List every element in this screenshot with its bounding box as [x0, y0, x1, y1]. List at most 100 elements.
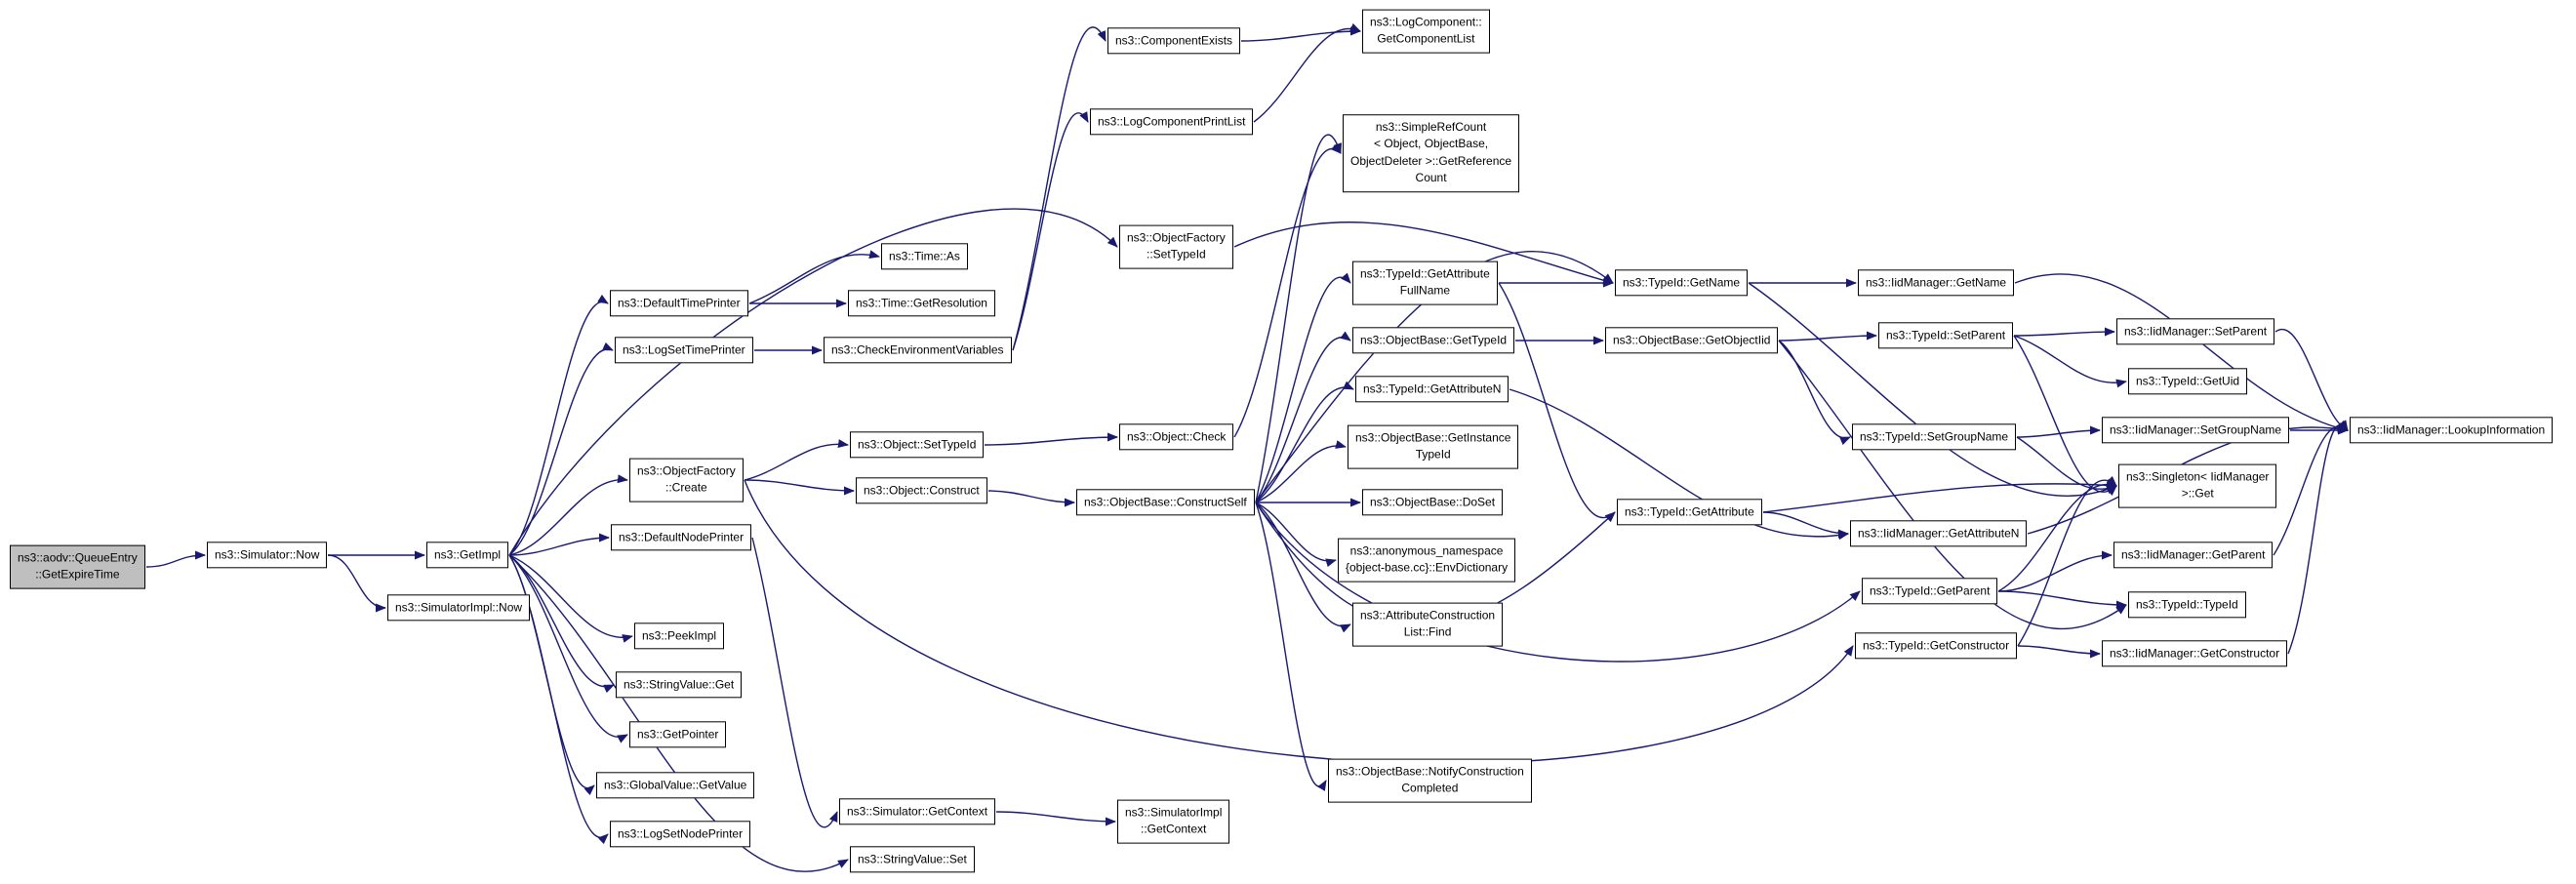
edge-get-object-iid--typeid-typeid — [1778, 340, 2127, 629]
edge-getimpl--log-set-node-printer — [508, 554, 609, 845]
graph-node-default-time-printer[interactable]: ns3::DefaultTimePrinter — [610, 290, 748, 317]
graph-node-objectbase-construct-self[interactable]: ns3::ObjectBase::ConstructSelf — [1076, 489, 1255, 516]
graph-node-typeid-get-constructor[interactable]: ns3::TypeId::GetConstructor — [1855, 632, 2018, 660]
graph-node-check-environment-variables[interactable]: ns3::CheckEnvironmentVariables — [824, 337, 1012, 364]
graph-node-string-value-get[interactable]: ns3::StringValue::Get — [616, 671, 743, 699]
edge-get-object-iid--typeid-set-group-name — [1778, 340, 1851, 446]
graph-node-get-pointer[interactable]: ns3::GetPointer — [629, 721, 727, 748]
graph-node-getimpl[interactable]: ns3::GetImpl — [426, 542, 509, 569]
graph-node-typeid-set-group-name[interactable]: ns3::TypeId::SetGroupName — [1852, 423, 2017, 451]
edge-check-env--component-exists — [1012, 26, 1107, 351]
graph-node-typeid-set-parent[interactable]: ns3::TypeId::SetParent — [1878, 322, 2014, 349]
graph-node-objectbase-get-object-iid[interactable]: ns3::ObjectBase::GetObjectIid — [1605, 327, 1779, 354]
graph-node-object-check[interactable]: ns3::Object::Check — [1119, 423, 1234, 451]
edge-object-set-type-id--object-check — [984, 432, 1118, 446]
edge-getimpl--objectfactory-create — [508, 474, 628, 556]
edge-default-time-printer--time-as — [748, 250, 880, 304]
edge-construct-self--get-attribute-full-name — [1255, 272, 1351, 503]
edge-iidmanager-set-parent--lookup-information — [2274, 328, 2349, 431]
graph-node-iidmanager-get-parent[interactable]: ns3::IidManager::GetParent — [2113, 542, 2274, 569]
graph-node-get-instance-type-id[interactable]: ns3::ObjectBase::GetInstance TypeId — [1348, 424, 1519, 469]
graph-node-iidmanager-lookup-information[interactable]: ns3::IidManager::LookupInformation — [2350, 417, 2554, 444]
graph-node-iidmanager-set-parent[interactable]: ns3::IidManager::SetParent — [2116, 318, 2275, 345]
graph-node-typeid-get-attribute-full-name[interactable]: ns3::TypeId::GetAttribute FullName — [1352, 261, 1498, 305]
edge-objectfactory-create--object-set-type-id — [744, 439, 849, 481]
edge-typeid-set-parent--typeid-get-uid — [2013, 335, 2127, 388]
graph-node-typeid-get-name[interactable]: ns3::TypeId::GetName — [1615, 269, 1749, 297]
graph-node-typeid-get-attribute-n[interactable]: ns3::TypeId::GetAttributeN — [1355, 376, 1509, 403]
edge-iidmanager-get-attribute-n--lookup-information — [2027, 423, 2349, 535]
graph-node-peek-impl[interactable]: ns3::PeekImpl — [634, 623, 725, 650]
edge-typeid-get-constructor--iidmanager-get-constructor — [2017, 645, 2101, 659]
edge-getimpl--log-set-time-printer — [508, 342, 614, 556]
edge-construct-self--notify-construction-completed — [1255, 502, 1327, 791]
graph-node-component-exists[interactable]: ns3::ComponentExists — [1107, 27, 1241, 55]
graph-node-log-set-time-printer[interactable]: ns3::LogSetTimePrinter — [615, 337, 753, 364]
graph-node-simulatorimpl-now[interactable]: ns3::SimulatorImpl::Now — [387, 594, 531, 622]
edge-default-node-printer--simulator-get-context — [751, 537, 838, 828]
edge-construct-self--typeid-get-attribute-n — [1255, 381, 1354, 503]
graph-node-typeid-get-uid[interactable]: ns3::TypeId::GetUid — [2128, 368, 2248, 395]
graph-node-get-component-list[interactable]: ns3::LogComponent:: GetComponentList — [1362, 9, 1490, 54]
graph-node-global-value-get-value[interactable]: ns3::GlobalValue::GetValue — [596, 772, 755, 799]
edge-object-check--get-reference-count — [1233, 142, 1342, 438]
graph-node-singleton-iidmanager-get[interactable]: ns3::Singleton< IidManager >::Get — [2118, 463, 2277, 508]
graph-node-objectfactory-set-type-id[interactable]: ns3::ObjectFactory ::SetTypeId — [1119, 224, 1233, 269]
edge-simulator-get-context--simulatorimpl-get-context — [995, 811, 1116, 826]
edge-construct-self--get-instance-type-id — [1255, 440, 1347, 503]
graph-node-env-dictionary[interactable]: ns3::anonymous_namespace {object-base.cc… — [1338, 538, 1516, 583]
graph-node-string-value-set[interactable]: ns3::StringValue::Set — [850, 846, 975, 873]
graph-node-objectbase-do-set[interactable]: ns3::ObjectBase::DoSet — [1362, 489, 1504, 516]
graph-node-log-set-node-printer[interactable]: ns3::LogSetNodePrinter — [610, 821, 751, 848]
graph-node-simulator-get-context[interactable]: ns3::Simulator::GetContext — [839, 798, 996, 825]
edge-typeid-set-group-name--singleton-get — [2016, 436, 2117, 494]
edge-construct-self--typeid-get-parent — [1255, 502, 1861, 663]
edge-get-object-iid--typeid-set-parent — [1778, 331, 1877, 342]
edge-iidmanager-get-parent--lookup-information — [2273, 420, 2349, 556]
edge-getimpl--get-pointer — [508, 554, 628, 743]
edge-typeid-get-attribute-n--iidmanager-get-attribute-n — [1509, 388, 1849, 541]
edge-typeid-set-group-name--iidmanager-set-group-name — [2016, 425, 2101, 438]
graph-node-typeid-get-parent[interactable]: ns3::TypeId::GetParent — [1862, 578, 1998, 605]
edge-typeid-get-name--singleton-get — [1748, 282, 2117, 497]
edge-objectfactory-create--typeid-get-constructor — [744, 479, 1854, 765]
edge-typeid-set-parent--singleton-get — [2013, 335, 2117, 497]
edge-typeid-get-attribute--iidmanager-get-attribute-n — [1762, 511, 1849, 539]
edge-get-expire-time--simulator-now — [145, 550, 206, 568]
graph-node-objectfactory-create[interactable]: ns3::ObjectFactory ::Create — [629, 458, 744, 502]
edge-typeid-get-constructor--singleton-get — [2017, 475, 2117, 647]
edge-simulator-now--simulatorimpl-now — [327, 554, 386, 613]
graph-node-object-set-type-id[interactable]: ns3::Object::SetTypeId — [850, 431, 985, 459]
graph-node-log-component-print-list[interactable]: ns3::LogComponentPrintList — [1090, 108, 1254, 136]
graph-node-simulatorimpl-get-context[interactable]: ns3::SimulatorImpl ::GetContext — [1117, 799, 1230, 844]
graph-node-attribute-construction-list-find[interactable]: ns3::AttributeConstruction List::Find — [1352, 602, 1504, 647]
edge-getimpl--default-node-printer — [508, 533, 610, 556]
edge-objectfactory-set-type-id--typeid-get-name — [1233, 221, 1614, 285]
graph-node-object-construct[interactable]: ns3::Object::Construct — [856, 477, 987, 504]
edge-getimpl--peek-impl — [508, 554, 633, 643]
edge-get-attribute-full-name--typeid-get-attribute — [1498, 282, 1616, 523]
edge-getimpl--objectfactory-set-type-id — [508, 208, 1118, 556]
edge-construct-self--env-dictionary — [1255, 502, 1337, 568]
graph-node-iidmanager-set-group-name[interactable]: ns3::IidManager::SetGroupName — [2102, 417, 2290, 444]
graph-node-simulator-now[interactable]: ns3::Simulator::Now — [207, 542, 328, 569]
edge-typeid-get-attribute--singleton-get — [1762, 480, 2117, 513]
graph-node-time-get-resolution[interactable]: ns3::Time::GetResolution — [848, 290, 995, 317]
graph-node-typeid-constructor[interactable]: ns3::TypeId::TypeId — [2128, 591, 2246, 619]
graph-node-iidmanager-get-name[interactable]: ns3::IidManager::GetName — [1858, 269, 2015, 297]
edge-construct-self--attr-list-find — [1255, 502, 1351, 633]
edge-iidmanager-get-constructor--lookup-information — [2287, 420, 2349, 655]
edge-component-exists--get-component-list — [1240, 26, 1361, 42]
graph-node-typeid-get-attribute[interactable]: ns3::TypeId::GetAttribute — [1617, 499, 1762, 526]
edge-objectfactory-create--object-construct — [744, 479, 855, 496]
graph-node-iidmanager-get-attribute-n[interactable]: ns3::IidManager::GetAttributeN — [1850, 520, 2028, 547]
graph-node-notify-construction-completed[interactable]: ns3::ObjectBase::NotifyConstruction Comp… — [1328, 758, 1532, 803]
graph-node-iidmanager-get-constructor[interactable]: ns3::IidManager::GetConstructor — [2102, 640, 2288, 667]
graph-node-aodv-queueentry-getexpiretime[interactable]: ns3::aodv::QueueEntry ::GetExpireTime — [10, 544, 145, 589]
graph-node-time-as[interactable]: ns3::Time::As — [881, 243, 968, 270]
graph-node-default-node-printer[interactable]: ns3::DefaultNodePrinter — [611, 524, 752, 551]
graph-node-get-reference-count[interactable]: ns3::SimpleRefCount < Object, ObjectBase… — [1343, 114, 1520, 192]
edge-check-env--log-component-print-list — [1012, 111, 1089, 351]
graph-node-objectbase-get-type-id[interactable]: ns3::ObjectBase::GetTypeId — [1352, 327, 1515, 354]
